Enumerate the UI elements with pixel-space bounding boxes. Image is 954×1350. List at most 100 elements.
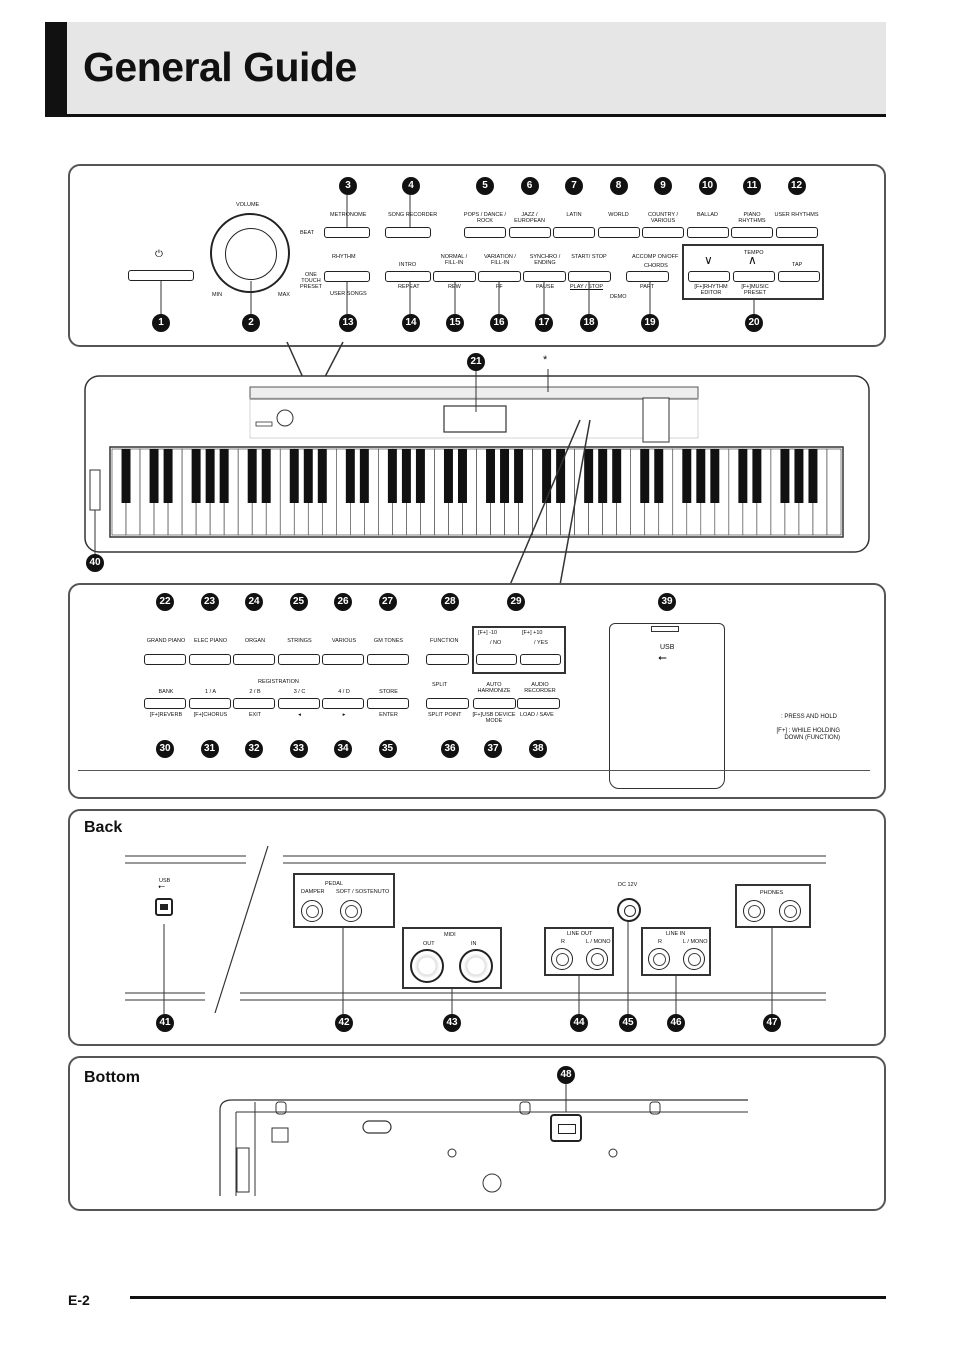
registration-bottom-label: EXIT <box>248 712 262 718</box>
tone-button[interactable] <box>277 654 320 665</box>
line-in-l-jack[interactable] <box>683 948 705 970</box>
value-group <box>472 626 566 674</box>
metronome-label: METRONOME <box>330 212 367 218</box>
tone-button[interactable] <box>188 654 231 665</box>
midi-out-port[interactable] <box>410 949 444 983</box>
line-in-r-jack[interactable] <box>648 948 670 970</box>
registration-top-label: 4 / D <box>338 689 350 695</box>
midi-label: MIDI <box>444 932 456 938</box>
damper-label: DAMPER <box>301 889 325 895</box>
midi-group <box>402 927 502 989</box>
tone-button[interactable] <box>233 654 275 665</box>
soft-sostenuto-jack[interactable] <box>340 900 362 922</box>
rhythm-label: RHYTHM <box>332 254 356 260</box>
line-out-r-jack[interactable] <box>551 948 573 970</box>
black-key <box>205 449 215 503</box>
tempo-label: TEMPO <box>744 250 764 256</box>
no-button[interactable] <box>476 654 517 665</box>
intro-button[interactable] <box>385 271 431 282</box>
black-key <box>289 449 299 503</box>
category-button[interactable] <box>642 227 684 238</box>
function-label: FUNCTION <box>430 638 459 644</box>
demo-label: DEMO <box>610 294 627 300</box>
usb-port[interactable] <box>651 626 679 632</box>
tone-button[interactable] <box>144 654 186 665</box>
registration-bottom-label: ▸ <box>342 712 346 718</box>
split-button[interactable] <box>426 698 469 709</box>
registration-button[interactable] <box>188 698 231 709</box>
middle-control-panel <box>68 583 886 799</box>
damper-jack[interactable] <box>301 900 323 922</box>
black-key <box>654 449 664 503</box>
split-point-label: SPLIT POINT <box>428 712 462 718</box>
callout-36: 36 <box>441 740 459 758</box>
audio-recorder-button[interactable] <box>517 698 560 709</box>
callout-43: 43 <box>443 1014 461 1032</box>
play-stop-label: PLAY / STOP <box>570 284 604 290</box>
function-button[interactable] <box>426 654 469 665</box>
registration-button[interactable] <box>144 698 186 709</box>
category-button[interactable] <box>775 227 818 238</box>
callout-32: 32 <box>245 740 263 758</box>
category-button[interactable] <box>508 227 551 238</box>
start-stop-button[interactable] <box>568 271 611 282</box>
black-key <box>415 449 425 503</box>
callout-8: 8 <box>609 177 628 195</box>
phones-jack-2[interactable] <box>779 900 801 922</box>
tempo-down-button[interactable] <box>688 271 730 282</box>
auto-harmonize-button[interactable] <box>473 698 516 709</box>
registration-button[interactable] <box>233 698 275 709</box>
registration-button[interactable] <box>277 698 320 709</box>
callout-21: 21 <box>467 353 485 371</box>
black-key <box>486 449 496 503</box>
phones-jack-1[interactable] <box>743 900 765 922</box>
accomp-button[interactable] <box>626 271 669 282</box>
line-in-group <box>641 927 711 976</box>
back-usb-label: USB <box>159 878 171 884</box>
normal-fill-in-button[interactable] <box>433 271 476 282</box>
volume-knob[interactable] <box>210 213 290 293</box>
line-out-label: LINE OUT <box>567 931 593 937</box>
tone-button[interactable] <box>366 654 409 665</box>
callout-20: 20 <box>745 314 763 332</box>
black-key <box>317 449 327 503</box>
dc-jack[interactable] <box>617 898 641 922</box>
split-label: SPLIT <box>432 682 448 688</box>
rhythm-button[interactable] <box>324 271 370 282</box>
callout-44: 44 <box>570 1014 588 1032</box>
category-button[interactable] <box>686 227 729 238</box>
power-button[interactable] <box>128 270 194 281</box>
tap-button[interactable] <box>778 271 820 282</box>
synchro-ending-button[interactable] <box>523 271 566 282</box>
variation-fill-in-button[interactable] <box>478 271 521 282</box>
callout-18: 18 <box>580 314 598 332</box>
song-recorder-button[interactable] <box>385 227 431 238</box>
registration-bottom-label: ◂ <box>298 712 301 718</box>
category-button[interactable] <box>731 227 773 238</box>
line-out-l-jack[interactable] <box>586 948 608 970</box>
callout-19: 19 <box>641 314 659 332</box>
midi-in-port[interactable] <box>459 949 493 983</box>
tone-label: ELEC PIANO <box>193 638 227 644</box>
tempo-up-button[interactable] <box>733 271 775 282</box>
bottom-connector[interactable] <box>550 1114 582 1142</box>
usb-b-port[interactable] <box>155 898 173 916</box>
category-button[interactable] <box>553 227 595 238</box>
black-key <box>261 449 271 503</box>
callout-30: 30 <box>156 740 174 758</box>
category-label: BALLAD <box>696 212 719 218</box>
category-button[interactable] <box>464 227 506 238</box>
tone-button[interactable] <box>322 654 364 665</box>
registration-button[interactable] <box>366 698 409 709</box>
pause-label: PAUSE <box>536 284 555 290</box>
yes-button[interactable] <box>520 654 561 665</box>
metronome-button[interactable] <box>324 227 370 238</box>
callout-42: 42 <box>335 1014 353 1032</box>
category-button[interactable] <box>597 227 640 238</box>
registration-button[interactable] <box>322 698 364 709</box>
registration-top-label: BANK <box>158 689 174 695</box>
part-label: PART <box>640 284 655 290</box>
bottom-title: Bottom <box>84 1069 140 1086</box>
